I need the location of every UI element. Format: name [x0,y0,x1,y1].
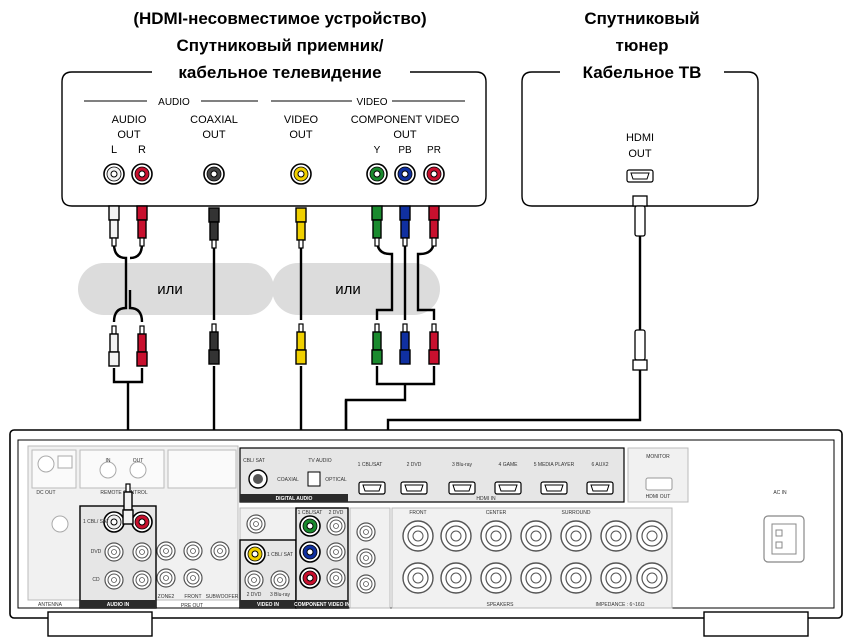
audio-r-plug-top [136,205,148,247]
video-in-label: VIDEO IN [257,602,279,608]
hdmi-in-label: HDMI IN [476,496,496,502]
digital-tv-audio-label: TV AUDIO [308,458,331,464]
surround-speaker-label: SURROUND [562,510,591,516]
comp-pr-label: PR [427,145,441,156]
or-bubble-right [272,263,440,315]
comp-y-plug-bottom [371,323,383,365]
coaxial-plug-top [208,207,220,249]
video-in-bluray-label: 3 Blu-ray [270,592,291,598]
dc-out-label: DC OUT [36,490,55,496]
subwoofer-label: SUBWOOFER [206,594,239,600]
or-label-right: или [335,281,361,298]
zone2-label: ZONE2 [158,594,175,600]
component-out-label2: OUT [393,129,417,141]
audio-r-jack [131,163,153,185]
front-preout-label: FRONT [184,594,201,600]
front-speaker-label: FRONT [409,510,426,516]
audio-in-cbl-label: 1 CBL/ SAT [83,519,109,525]
component-out-label1: COMPONENT VIDEO [351,114,460,126]
hdmi-in-5-label: 5 MEDIA PLAYER [534,462,575,468]
video-group-label: VIDEO [356,97,387,108]
audio-r-plug-bottom [136,325,148,367]
hdmi-in-4-label: 4 GAME [499,462,519,468]
remote-out-label: OUT [133,458,144,464]
audio-in-dvd-label: DVD [91,549,102,555]
hdmi-in-1-label: 1 CBL/SAT [358,462,383,468]
digital-coaxial-label: COAXIAL [277,477,299,483]
video-plug-bottom [295,323,307,365]
audio-in-cd-label: CD [92,577,100,583]
av-receiver: IN OUT REMOTE CONTROL DC OUT ANTENNA ZON… [9,429,843,637]
comp-in-dvd-label: 2 DVD [329,510,344,516]
video-jack [290,163,312,185]
coaxial-plug-bottom [208,323,220,365]
digital-cbl-label: CBL/ SAT [243,458,265,464]
comp-y-plug-top [371,205,383,247]
video-plug-top [295,207,307,249]
audio-l-plug-bottom [108,325,120,367]
monitor-label: MONITOR [646,454,670,460]
audio-l-jack [103,163,125,185]
left-device-title-line2: Спутниковый приемник/ [177,36,384,55]
or-label-left: или [157,281,183,298]
left-device-box [61,71,487,207]
coaxial-jack [203,163,225,185]
video-in-dvd-label: 2 DVD [247,592,262,598]
hdmi-out-label2: OUT [628,148,652,160]
comp-pr-plug-top [428,205,440,247]
hdmi-out-port [626,169,654,183]
antenna-label: ANTENNA [38,602,63,608]
comp-pr-jack [423,163,445,185]
hdmi-in-2-label: 2 DVD [407,462,422,468]
audio-l-label: L [111,144,117,156]
ac-in-label: AC IN [773,490,787,496]
audio-r-label: R [138,144,146,156]
speakers-label: SPEAKERS [487,602,515,608]
audio-l-plug-top [108,205,120,247]
pre-out-label: PRE OUT [181,603,203,609]
audio-out-label1: AUDIO [112,114,147,126]
audio-in-label: AUDIO IN [107,602,130,608]
digital-audio-label: DIGITAL AUDIO [276,496,313,502]
hdmi-out-receiver-label: HDMI OUT [646,494,671,500]
left-device-title-line1: (HDMI-несовместимое устройство) [133,9,426,28]
right-device-title-line1: Спутниковый [584,9,699,28]
left-device-title-line3: кабельное телевидение [178,63,381,82]
comp-y-jack [366,163,388,185]
right-device-title-line3: Кабельное ТВ [583,63,702,82]
video-in-cbl-label: 1 CBL/ SAT [267,552,293,558]
hdmi-out-label1: HDMI [626,132,654,144]
impedance-label: IMPEDANCE : 6~16Ω [596,602,645,608]
remote-in-label: IN [106,458,111,464]
hdmi-plug-bottom [632,329,648,371]
comp-pb-jack [394,163,416,185]
comp-pb-label: PB [398,145,412,156]
audio-out-label2: OUT [117,129,141,141]
comp-pb-plug-top [399,205,411,247]
video-out-label2: OUT [289,129,313,141]
component-in-label: COMPONENT VIDEO IN [294,602,350,608]
hdmi-plug-top [632,195,648,237]
comp-pr-plug-bottom [428,323,440,365]
comp-y-label: Y [374,145,381,156]
video-out-label1: VIDEO [284,114,319,126]
coaxial-out-label2: OUT [202,129,226,141]
hdmi-in-3-label: 3 Blu-ray [452,462,473,468]
comp-in-cbl-label: 1 CBL/SAT [298,510,323,516]
comp-pb-plug-bottom [399,323,411,365]
right-device-title-line2: тюнер [616,36,669,55]
coaxial-out-label1: COAXIAL [190,114,238,126]
digital-optical-label: OPTICAL [325,477,347,483]
hdmi-in-6-label: 6 AUX2 [592,462,609,468]
audio-group-label: AUDIO [158,97,190,108]
center-speaker-label: CENTER [486,510,507,516]
